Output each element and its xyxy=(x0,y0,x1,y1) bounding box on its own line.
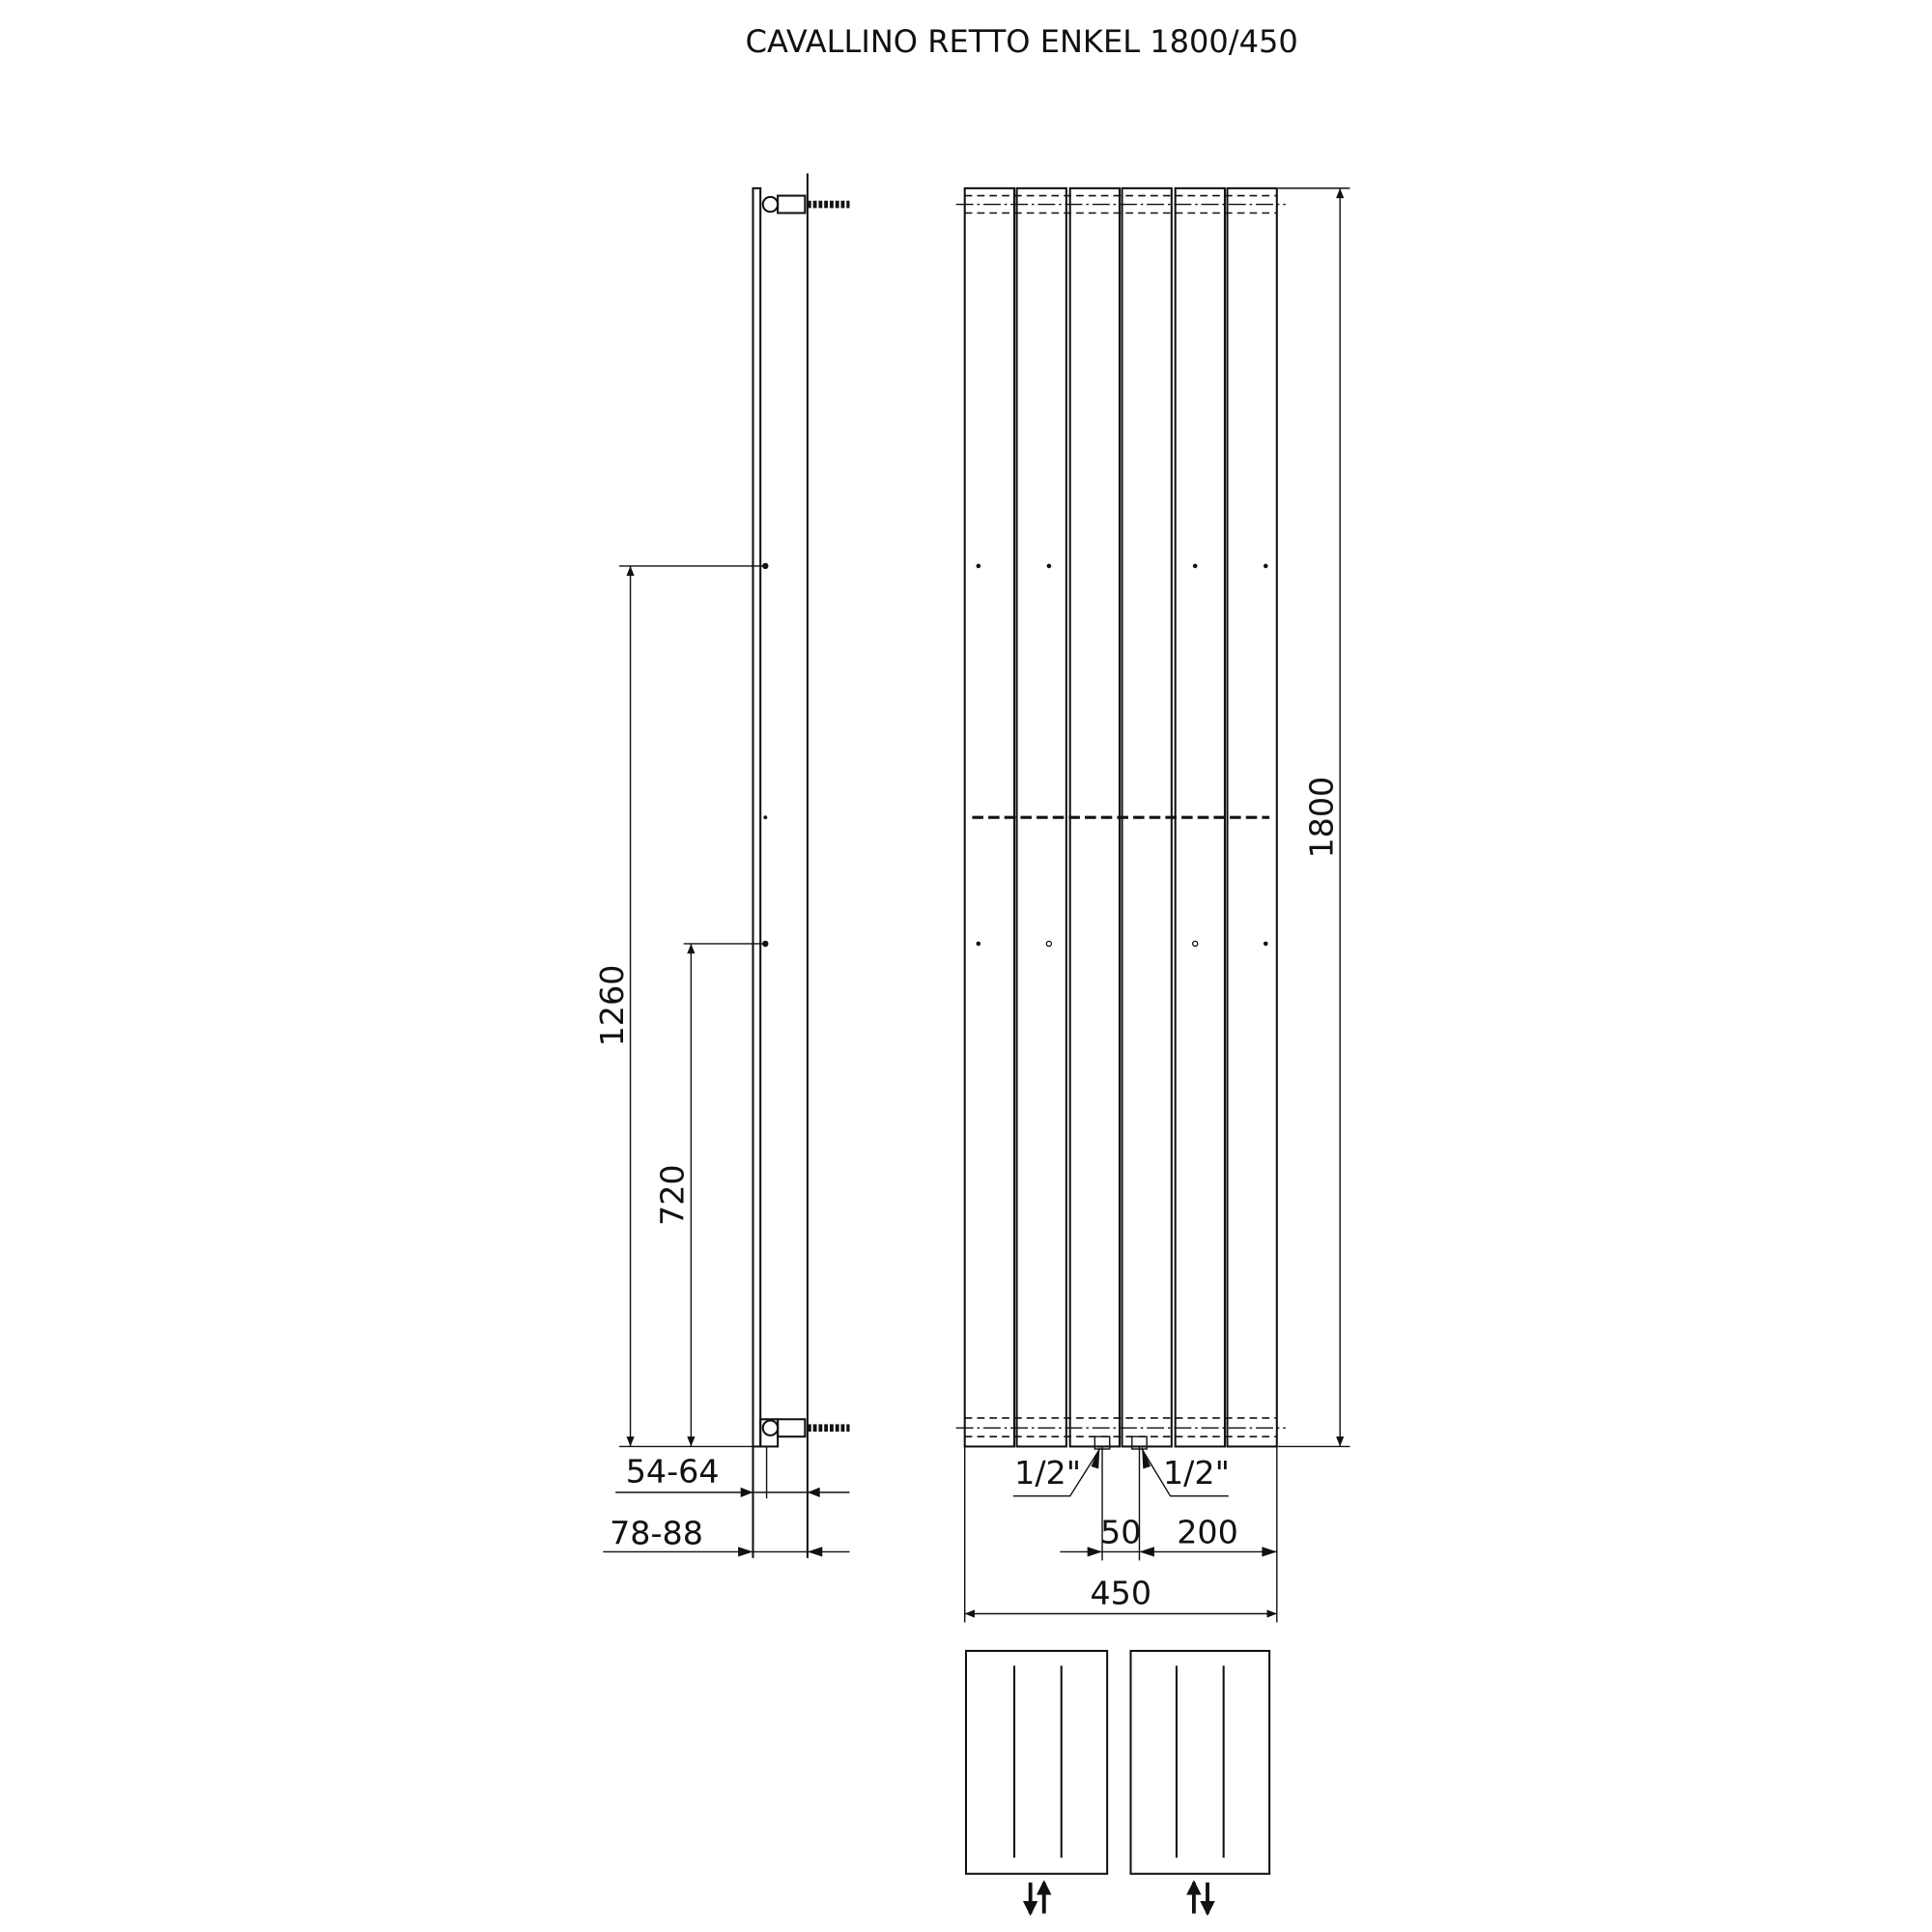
label-connection-right: 1/2" xyxy=(1163,1454,1230,1492)
flow-arrows-icon xyxy=(1186,1880,1215,1917)
dim-720: 720 xyxy=(654,1164,692,1226)
dim-1800: 1800 xyxy=(1302,777,1340,859)
dim-50: 50 xyxy=(1100,1513,1141,1550)
connection-variant-left xyxy=(964,1649,1109,1917)
bottom-bracket-icon xyxy=(759,1418,850,1448)
dim-78-88: 78-88 xyxy=(610,1515,703,1552)
dim-1260: 1260 xyxy=(593,965,631,1047)
flow-arrows-icon xyxy=(1022,1880,1052,1917)
front-view: 1800 1/2" 1/2" 50 200 450 xyxy=(955,186,1350,1623)
dim-450: 450 xyxy=(1090,1574,1151,1611)
connection-variant-right xyxy=(1129,1649,1271,1917)
label-connection-left: 1/2" xyxy=(1014,1454,1081,1492)
dim-54-64: 54-64 xyxy=(626,1453,720,1491)
top-bracket-icon xyxy=(761,194,850,214)
side-view: 1260 720 54-64 78-88 xyxy=(593,173,850,1558)
drawing-title: CAVALLINO RETTO ENKEL 1800/450 xyxy=(746,23,1298,60)
dim-200: 200 xyxy=(1177,1513,1238,1550)
